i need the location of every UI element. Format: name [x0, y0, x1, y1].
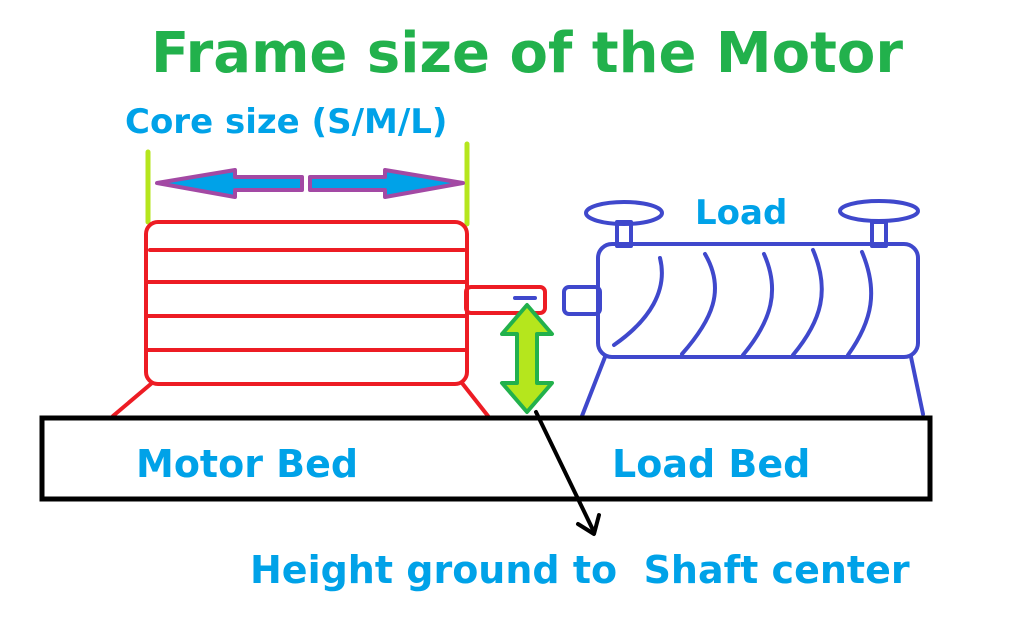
height-label: Height ground to Shaft center: [250, 548, 910, 592]
core-size-markers: [145, 141, 470, 227]
motor-body: [144, 220, 469, 386]
load-right-leg: [909, 355, 925, 416]
core-size-arrow: [155, 168, 465, 199]
motor: [111, 220, 547, 418]
load-valve-left: [584, 200, 664, 226]
height-pointer-arrow: [534, 410, 601, 536]
diagram-title: Frame size of the Motor: [151, 21, 903, 86]
load-label: Load: [695, 193, 787, 233]
motor-bed-label: Motor Bed: [136, 442, 358, 486]
load: [562, 199, 925, 418]
load-bed-label: Load Bed: [612, 442, 810, 486]
height-arrow: [500, 303, 554, 414]
load-shaft: [562, 285, 602, 316]
motor-shaft: [464, 285, 547, 315]
bed: [39, 415, 933, 502]
core-size-label: Core size (S/M/L): [125, 102, 447, 142]
motor-left-foot: [111, 381, 154, 418]
load-left-leg: [580, 355, 607, 418]
load-valve-right: [838, 199, 920, 223]
motor-right-foot: [460, 381, 490, 418]
